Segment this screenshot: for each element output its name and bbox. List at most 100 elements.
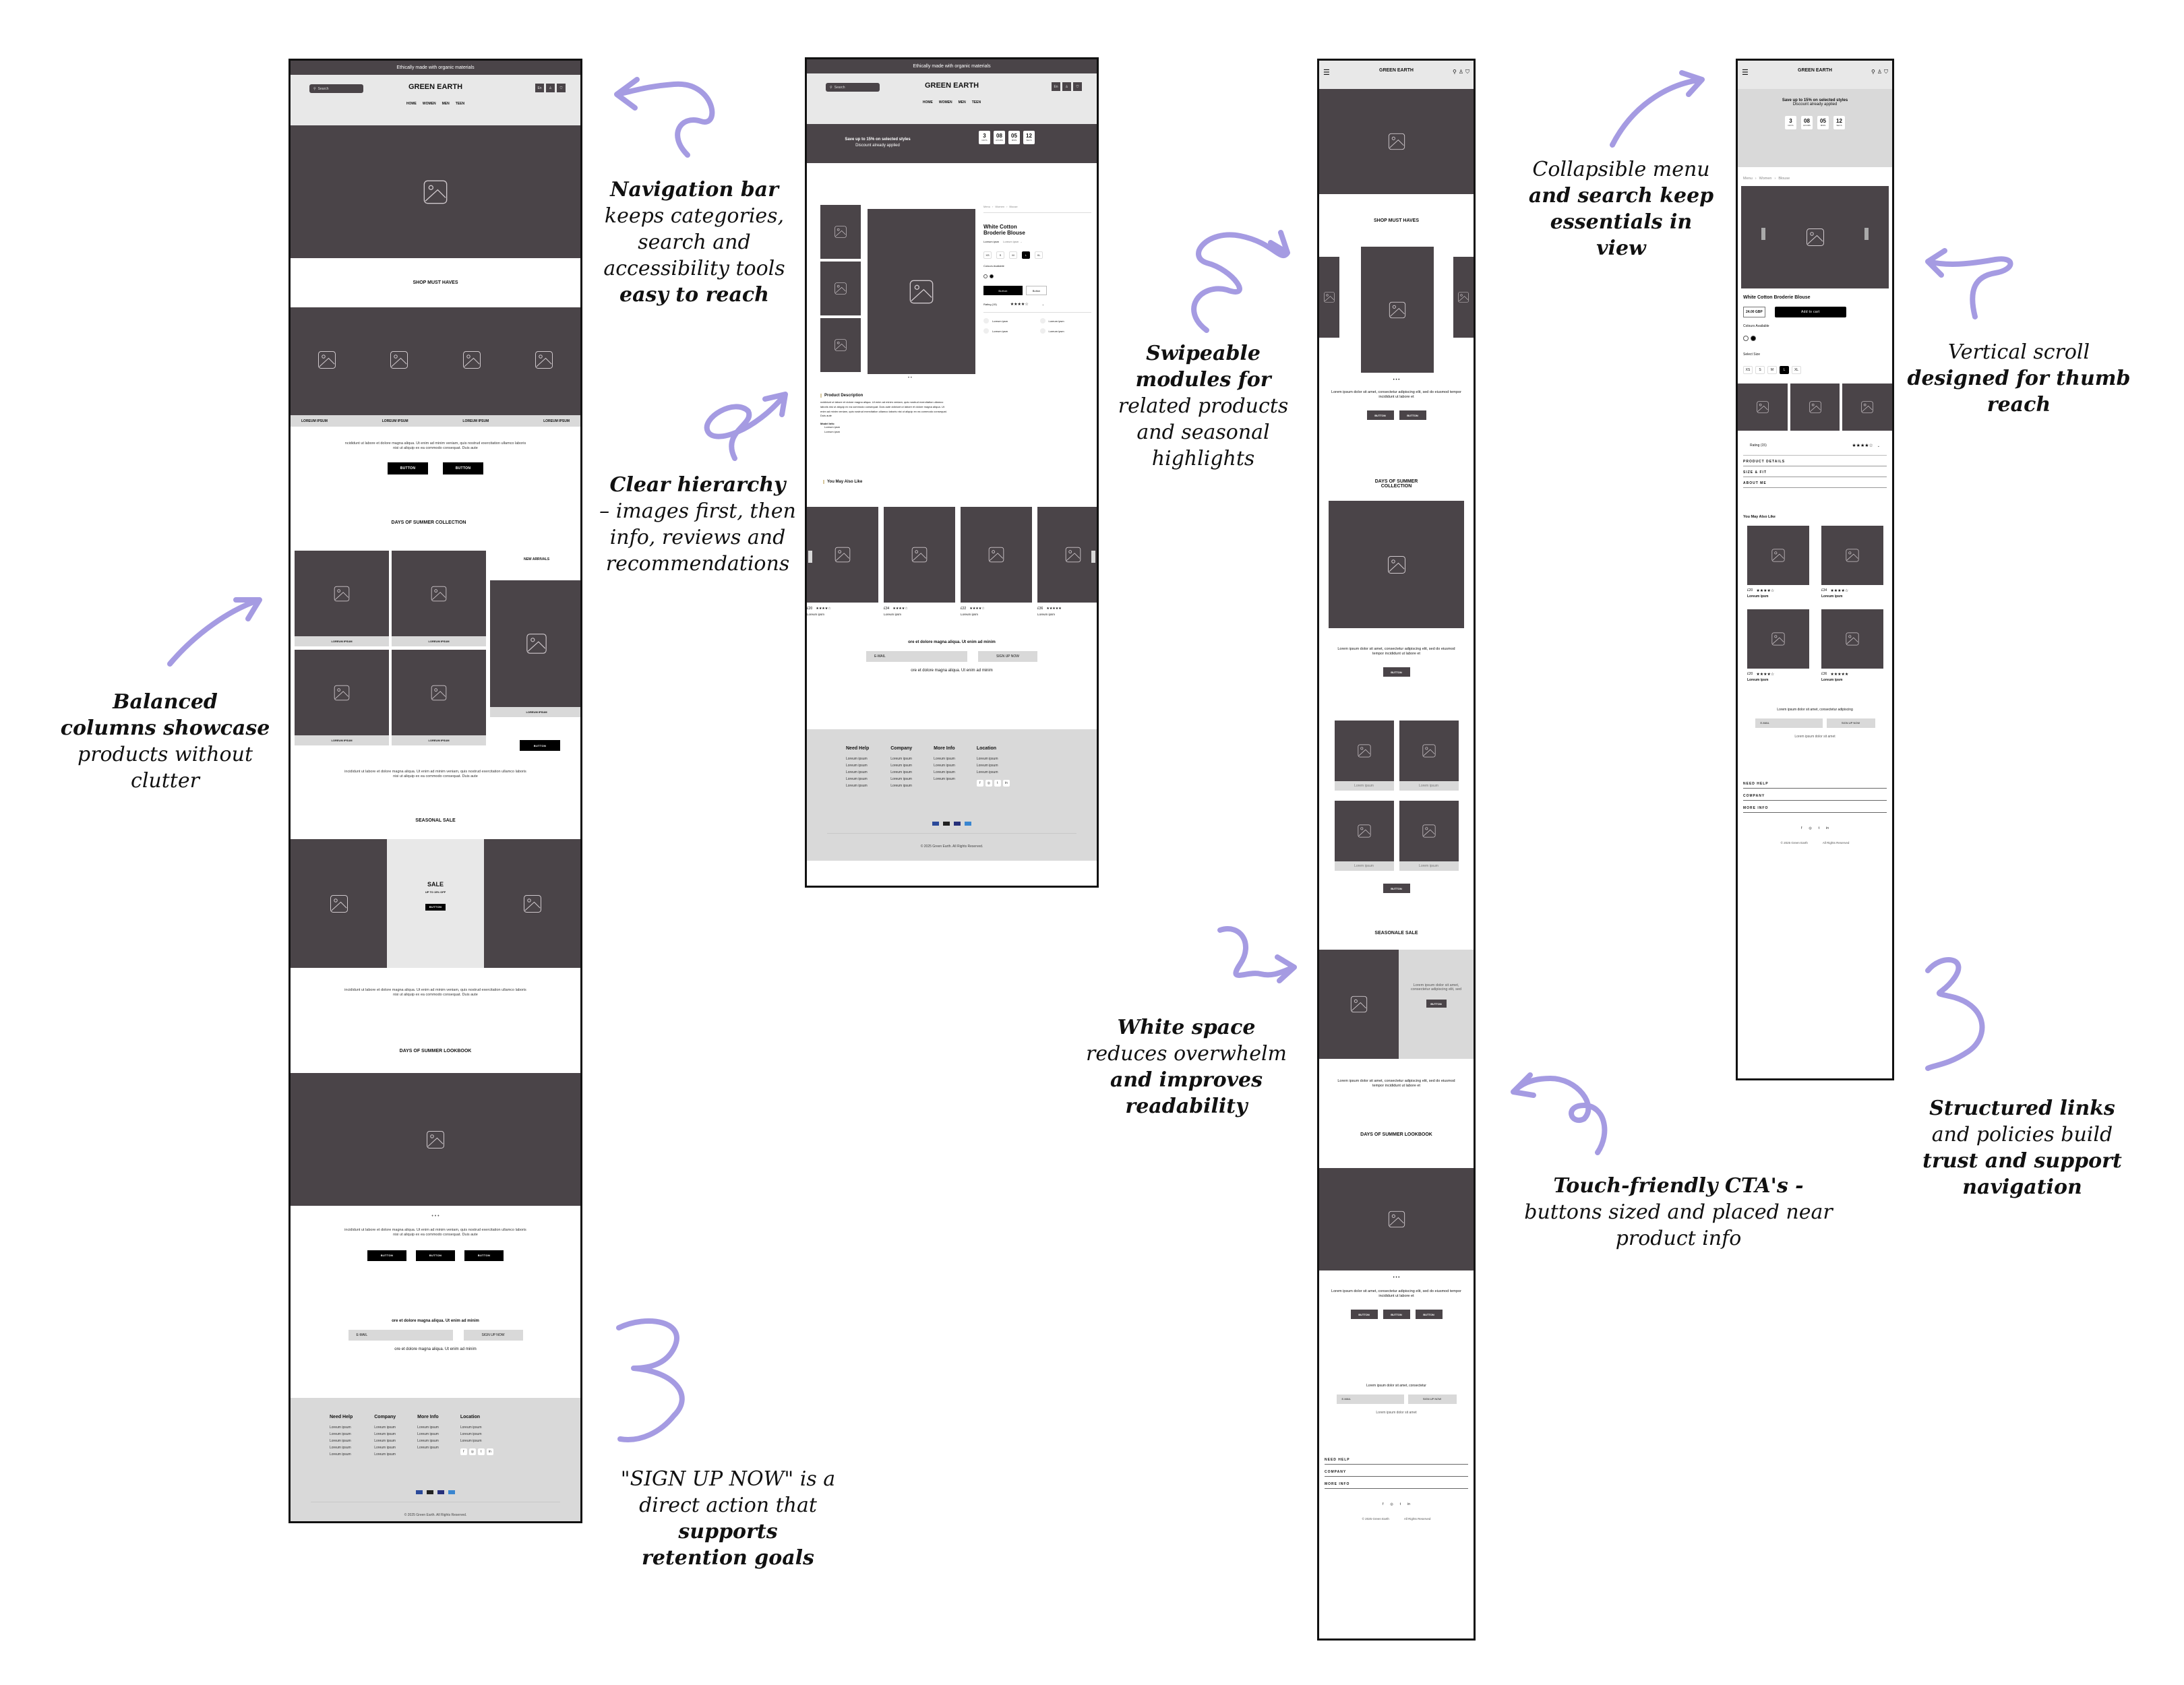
footer-link[interactable]: Loreum ipsum <box>417 1439 439 1443</box>
size-option-l[interactable]: L <box>1022 251 1030 259</box>
footer-accordion-company[interactable]: COMPANY <box>1325 1465 1468 1477</box>
account-icon[interactable]: ♙ <box>546 84 555 92</box>
account-icon[interactable]: ♙ <box>1458 69 1463 75</box>
nav-item-home[interactable]: HOME <box>922 100 933 104</box>
button[interactable]: BUTTON <box>1383 1310 1410 1320</box>
button[interactable]: BUTTON <box>1383 667 1410 677</box>
gallery-next-handle[interactable] <box>1864 228 1869 240</box>
size-option-xl[interactable]: XL <box>1792 366 1801 374</box>
footer-link[interactable]: Loreum ipsum <box>846 784 868 788</box>
footer-link[interactable]: Loreum ipsum <box>890 764 912 768</box>
collection-tile[interactable]: Lorem ipsum <box>1334 721 1394 795</box>
size-option-xs[interactable]: XS <box>1743 366 1753 374</box>
search-input[interactable]: ⚲Search <box>826 83 880 92</box>
cart-icon[interactable]: ⛉ <box>557 84 566 92</box>
sign-up-now-button[interactable]: SIGN UP NOW <box>1826 718 1875 728</box>
button[interactable]: BUTTON <box>1415 1310 1443 1320</box>
footer-link[interactable]: Loreum ipsum <box>330 1452 351 1457</box>
social-icon-2[interactable]: t <box>1399 1502 1401 1506</box>
collection-tile[interactable]: LOREUM IPSUM <box>392 551 486 646</box>
footer-link[interactable]: Loreum ipsum <box>330 1432 351 1436</box>
button[interactable]: BUTTON <box>1350 1310 1378 1320</box>
footer-link[interactable]: Loreum ipsum <box>976 770 998 774</box>
related-product-card[interactable]: £36★★★★★Loreum ipsm <box>1821 609 1883 682</box>
footer-link[interactable]: Loreum ipsum <box>330 1446 351 1450</box>
category-image-2[interactable] <box>462 350 482 373</box>
social-icon-3[interactable]: in <box>1407 1502 1411 1506</box>
footer-link[interactable]: Loreum ipsum <box>934 777 955 781</box>
category-image-1[interactable] <box>389 350 409 373</box>
social-icon-3[interactable]: in <box>486 1448 493 1455</box>
meta-link[interactable]: Loreum ipsm → <box>1003 240 1023 243</box>
collection-tile[interactable]: Lorem ipsum <box>1399 801 1459 876</box>
collection-tile[interactable]: LOREUM IPSUM <box>392 650 486 745</box>
footer-link[interactable]: Loreum ipsum <box>417 1432 439 1436</box>
nav-item-men[interactable]: MEN <box>958 100 966 104</box>
nav-item-men[interactable]: MEN <box>442 102 450 106</box>
footer-link[interactable]: Loreum ipsum <box>374 1446 396 1450</box>
accordion-product-details[interactable]: PRODUCT DETAILS <box>1743 456 1887 466</box>
search-input[interactable]: ⚲Search <box>309 84 363 93</box>
related-product-card[interactable]: £20★★★★☆Loreum ipsm <box>807 507 878 616</box>
collection-tile[interactable]: LOREUM IPSUM <box>295 551 389 646</box>
nav-item-teen[interactable]: TEEN <box>971 100 981 104</box>
lookbook-button[interactable]: BUTTON <box>367 1250 406 1261</box>
footer-accordion-need-help[interactable]: NEED HELP <box>1325 1452 1468 1465</box>
gallery-prev-handle[interactable] <box>1761 228 1765 240</box>
size-option-s[interactable]: S <box>1755 366 1765 374</box>
accordion-about-me[interactable]: ABOUT ME <box>1743 477 1887 488</box>
footer-link[interactable]: Loreum ipsum <box>374 1452 396 1457</box>
language-button[interactable]: En <box>535 84 544 92</box>
footer-link[interactable]: Loreum ipsum <box>890 757 912 761</box>
secondary-button[interactable]: Button <box>1026 286 1047 295</box>
size-option-m[interactable]: M <box>1767 366 1777 374</box>
footer-link[interactable]: Loreum ipsum <box>976 764 998 768</box>
account-icon[interactable]: ♙ <box>1877 69 1882 75</box>
footer-link[interactable]: Loreum ipsum <box>890 784 912 788</box>
footer-link[interactable]: Loreum ipsum <box>330 1426 351 1430</box>
cart-icon[interactable]: ⛉ <box>1073 82 1082 91</box>
intro-button[interactable]: BUTTON <box>443 462 483 474</box>
footer-link[interactable]: Loreum ipsum <box>934 770 955 774</box>
breadcrumb-item[interactable]: Menu <box>1743 177 1753 181</box>
footer-link[interactable]: Loreum ipsum <box>890 777 912 781</box>
chevron-down-icon[interactable]: ⌄ <box>1041 303 1045 306</box>
breadcrumb-item[interactable]: Menu <box>983 205 991 208</box>
add-to-cart-button[interactable]: Add to cart <box>1774 307 1846 317</box>
footer-link[interactable]: Loreum ipsum <box>417 1426 439 1430</box>
collection-tile[interactable]: LOREUM IPSUM <box>295 650 389 745</box>
footer-accordion-need-help[interactable]: NEED HELP <box>1743 776 1887 789</box>
breadcrumb-item[interactable]: Blouse <box>1009 205 1018 208</box>
colour-swatch-black[interactable] <box>1751 336 1756 341</box>
sale-button[interactable]: BUTTON <box>425 903 446 911</box>
sign-up-now-button[interactable]: SIGN UP NOW <box>463 1330 523 1341</box>
breadcrumb-item[interactable]: Women <box>1759 177 1772 181</box>
search-icon[interactable]: ⚲ <box>1871 69 1875 75</box>
category-image-3[interactable] <box>534 350 554 373</box>
footer-link[interactable]: Loreum ipsum <box>846 764 868 768</box>
footer-link[interactable]: Loreum ipsum <box>330 1439 351 1443</box>
footer-link[interactable]: Loreum ipsum <box>374 1439 396 1443</box>
category-label[interactable]: LOREUM IPSUM <box>462 419 489 423</box>
social-icon-3[interactable]: in <box>1002 780 1010 787</box>
category-image-0[interactable] <box>317 350 337 373</box>
collection-tile[interactable]: Lorem ipsum <box>1334 801 1394 876</box>
intro-button[interactable]: BUTTON <box>388 462 428 474</box>
cart-icon[interactable]: ⛉ <box>1884 69 1888 75</box>
carousel-prev-button[interactable] <box>808 551 812 563</box>
nav-item-women[interactable]: WOMEN <box>938 100 952 104</box>
category-label[interactable]: LOREUM IPSUM <box>301 419 328 423</box>
nav-item-home[interactable]: HOME <box>406 102 417 106</box>
lookbook-button[interactable]: BUTTON <box>464 1250 504 1261</box>
social-icon-1[interactable]: ◎ <box>1390 1502 1393 1506</box>
footer-accordion-company[interactable]: COMPANY <box>1743 789 1887 801</box>
colour-swatch-white[interactable] <box>1743 336 1749 341</box>
hamburger-menu-icon[interactable]: ☰ <box>1742 69 1749 77</box>
footer-link[interactable]: Loreum ipsum <box>460 1426 482 1430</box>
social-icon-2[interactable]: t <box>477 1448 485 1455</box>
size-option-m[interactable]: M <box>1009 251 1017 259</box>
primary-button[interactable]: Button <box>983 286 1023 295</box>
language-button[interactable]: En <box>1052 82 1060 91</box>
related-product-card[interactable]: £34★★★★☆Loreum ipsm <box>884 507 955 616</box>
footer-link[interactable]: Loreum ipsum <box>934 764 955 768</box>
